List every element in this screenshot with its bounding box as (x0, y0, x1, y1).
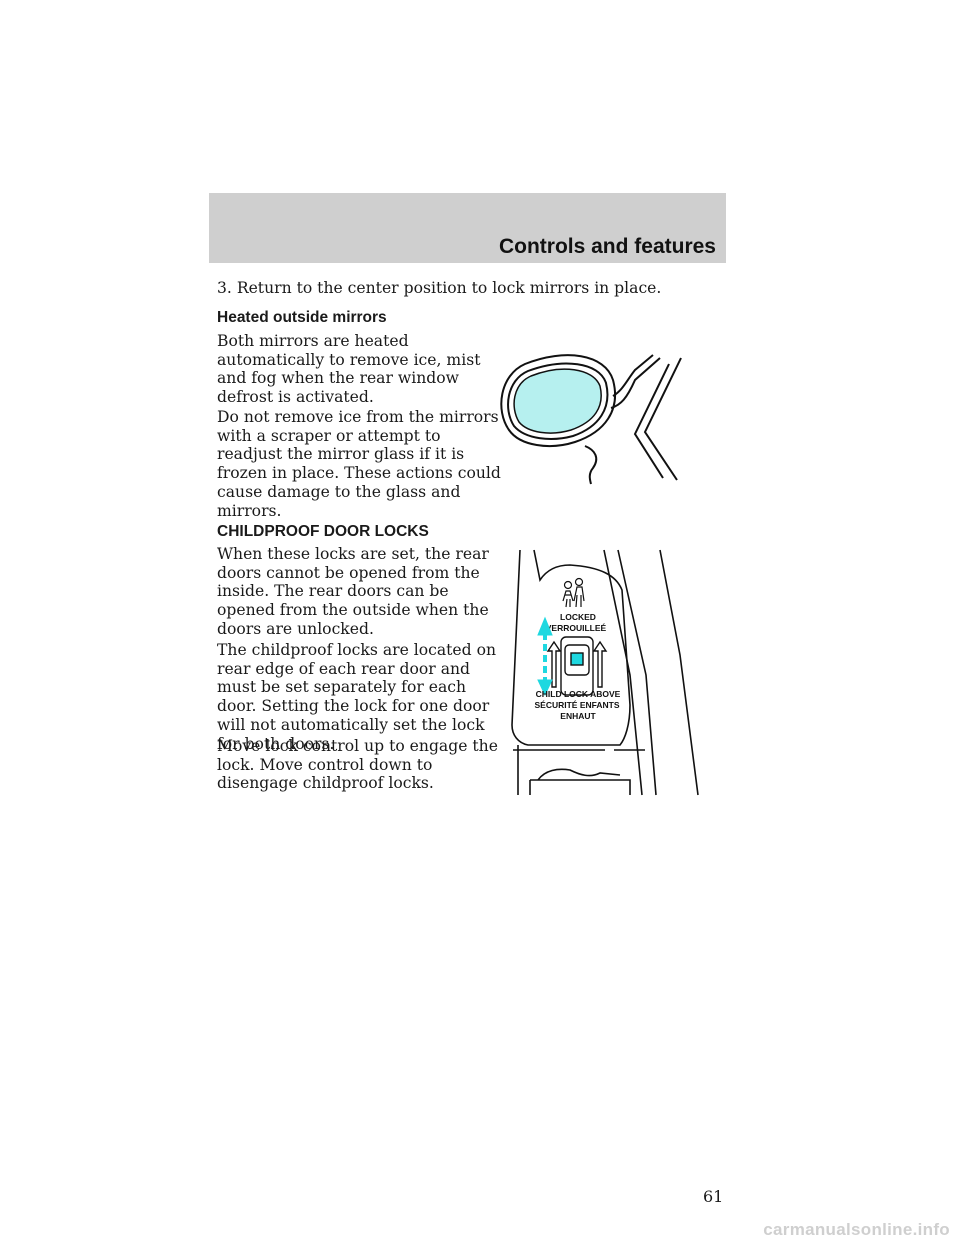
page-number: 61 (703, 1187, 724, 1206)
heated-para-2: Do not remove ice from the mirrors with … (217, 408, 501, 520)
lock-slider-control (546, 636, 608, 696)
section-header-band: Controls and features (209, 193, 726, 263)
label-enhaut: ENHAUT (560, 711, 596, 721)
mirror-inner-rim (507, 362, 609, 440)
door-bottom (517, 745, 631, 795)
door-pillar (633, 357, 682, 481)
mirror-outer-housing (500, 354, 616, 447)
intro-step: 3. Return to the center position to lock… (217, 279, 662, 297)
childproof-heading: CHILDPROOF DOOR LOCKS (217, 523, 429, 540)
label-securite: SÉCURITÉ ENFANTS (534, 700, 619, 710)
child-safety-icon (562, 577, 585, 608)
heated-para-1: Both mirrors are heated automatically to… (217, 332, 481, 407)
label-child-lock: CHILD LOCK ABOVE (536, 689, 621, 699)
up-arrow-left (546, 640, 562, 688)
mirror-mount-arm (610, 354, 661, 409)
up-down-arrow-icon (537, 616, 553, 697)
mirror-glass (513, 368, 602, 434)
childproof-lock-illustration: LOCKED VERROUILLEÉ CHILD LOCK ABOVE SÉCU… (511, 549, 699, 796)
childproof-para-2: The childproof locks are located on rear… (217, 641, 497, 753)
section-title: Controls and features (498, 235, 716, 258)
heated-mirror-illustration (500, 354, 682, 485)
door-frame-lines (603, 549, 699, 796)
mirror-cable (584, 445, 598, 485)
label-locked: LOCKED (560, 612, 596, 622)
childproof-para-1: When these locks are set, the rear doors… (217, 545, 489, 638)
watermark-text: carmanualsonline.info (763, 1220, 950, 1239)
label-verrouillee: VERROUILLEÉ (546, 623, 607, 633)
heated-mirrors-heading: Heated outside mirrors (217, 309, 387, 326)
watermark: carmanualsonline.info (0, 1220, 960, 1242)
door-edge-panel (511, 549, 631, 746)
childproof-para-3: Move lock control up to engage the lock.… (217, 737, 498, 793)
up-arrow-right (592, 640, 608, 688)
